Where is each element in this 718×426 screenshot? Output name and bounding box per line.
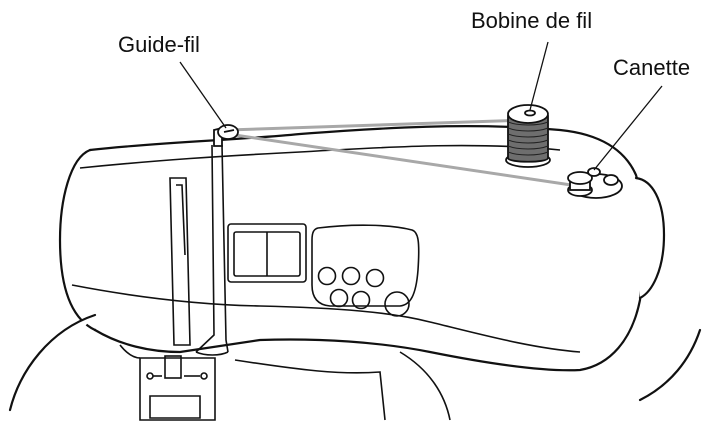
callout-leaders [179, 41, 663, 171]
bobbin-spindle-top [587, 167, 601, 177]
thread-guide [213, 124, 239, 147]
bobbin-top-flange [567, 171, 593, 185]
needle-bar-housing [169, 177, 191, 346]
panel-button-5 [351, 290, 371, 310]
thread-spool-to-guide [227, 118, 529, 132]
bobbin-stopper [603, 174, 619, 186]
bobbin-winder [567, 167, 623, 199]
plate-screw-left [146, 372, 154, 380]
free-arm-left [119, 344, 141, 359]
thread-guide-to-bobbin [227, 132, 579, 188]
channel-bottom [195, 351, 229, 356]
control-panel-frame [311, 224, 420, 307]
control-panel [311, 224, 420, 317]
thread-spool [505, 104, 551, 168]
free-arm-front [234, 359, 386, 421]
machine-base-left [8, 313, 97, 412]
panel-button-3 [365, 268, 385, 288]
needle-bar-housing-inner [176, 184, 186, 256]
front-panel-lower-edge [71, 284, 581, 353]
front-panel-top-edge [79, 144, 561, 169]
machine-right-end [634, 176, 666, 300]
spool-hole [524, 109, 536, 117]
machine-panel-lines [71, 144, 581, 356]
spool-windings [507, 121, 549, 156]
panel-button-1 [317, 266, 337, 286]
tension-channel-left [195, 144, 215, 353]
needle-plate [139, 357, 216, 421]
label-thread-guide: Guide-fil [118, 32, 200, 57]
power-cord [399, 351, 451, 421]
label-bobbin: Canette [613, 55, 691, 80]
tension-channel-right [221, 144, 229, 353]
presser-foot [164, 355, 182, 379]
spool-body [507, 115, 549, 163]
panel-button-4 [329, 288, 349, 308]
machine-left-end [58, 148, 97, 332]
plate-screw-right [200, 372, 208, 380]
leader-thread-guide [179, 61, 227, 129]
leader-bobbin [593, 85, 663, 171]
label-thread-spool: Bobine de fil [471, 8, 593, 33]
panel-button-2 [341, 266, 361, 286]
start-stop-button [384, 291, 410, 317]
leader-spool [529, 41, 549, 111]
thread-guide-slot [223, 129, 235, 133]
lcd-frame [227, 223, 307, 283]
lcd-display [227, 223, 307, 283]
machine-upper-arm [66, 125, 645, 372]
needle-area [119, 344, 451, 421]
machine-base-right [638, 328, 702, 402]
feed-dogs [149, 395, 201, 419]
thread-path [227, 118, 579, 188]
